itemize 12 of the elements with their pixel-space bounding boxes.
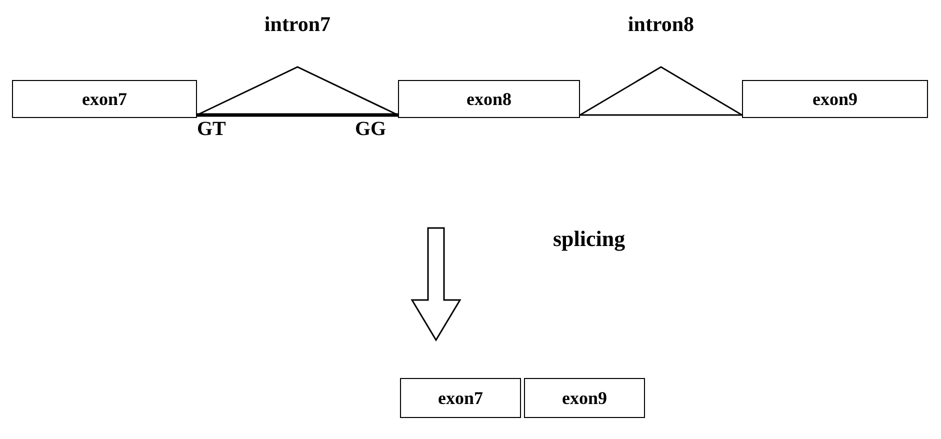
step-label: splicing <box>553 226 626 252</box>
exon-box: exon7 <box>12 80 197 118</box>
splice-site-label: GT <box>197 118 226 141</box>
exon-box: exon9 <box>524 378 645 418</box>
exon-box: exon7 <box>400 378 521 418</box>
splice-site-label: GG <box>355 118 386 141</box>
exon-box: exon9 <box>742 80 928 118</box>
connector-line <box>580 114 742 116</box>
exon-box: exon8 <box>398 80 580 118</box>
intron-line <box>580 66 742 116</box>
connector-line <box>197 113 398 117</box>
intron-line <box>196 66 398 116</box>
